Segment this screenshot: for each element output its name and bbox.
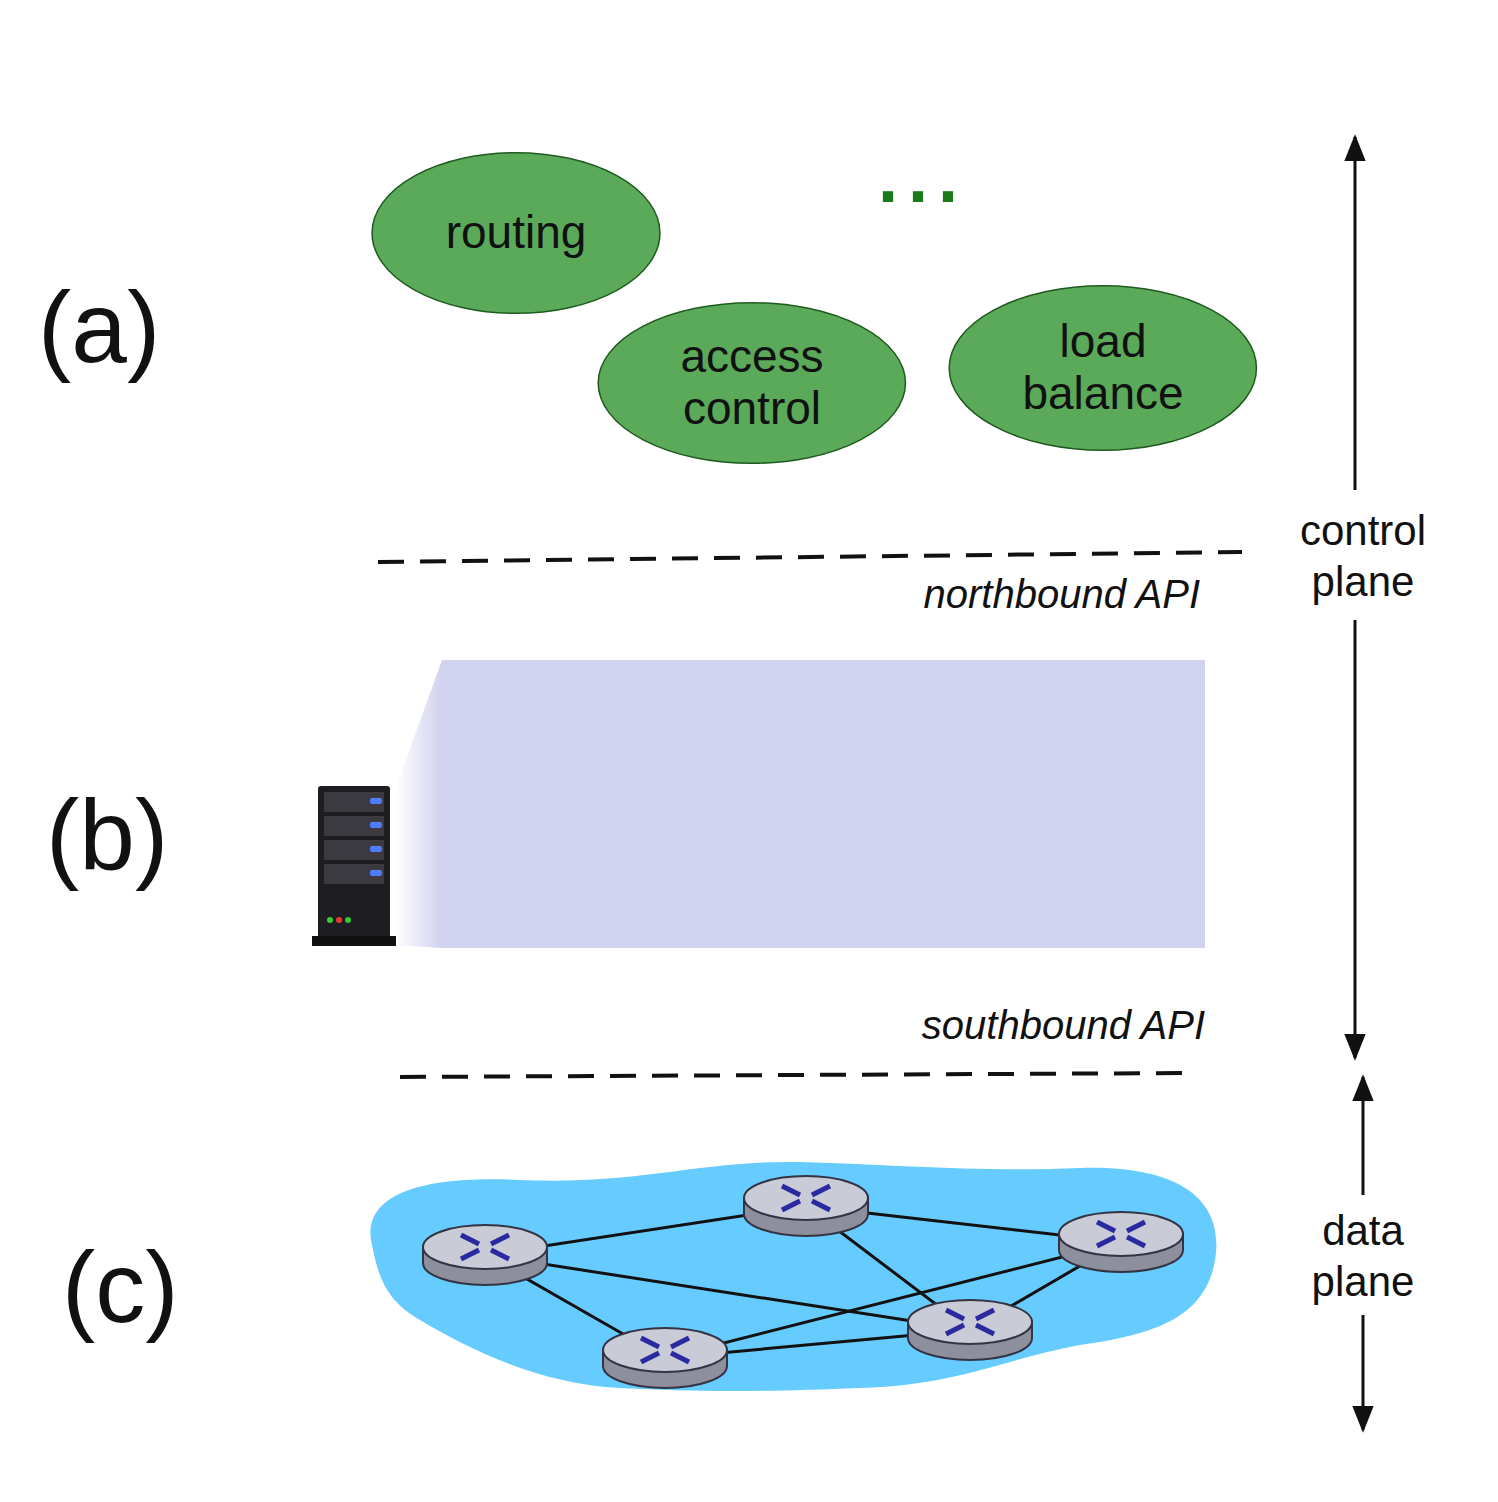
control-arrow-down	[1354, 620, 1357, 1058]
api-label: southbound API	[922, 1003, 1205, 1047]
function-label: load balance	[998, 316, 1208, 419]
router-icons	[423, 1176, 1183, 1388]
function-ellipse: access control	[596, 301, 908, 465]
plane-label: control plane	[1283, 505, 1443, 607]
controller-panel	[442, 660, 1205, 948]
panel-letter: (c)	[62, 1232, 179, 1342]
plane-label: data plane	[1293, 1205, 1433, 1307]
api-label: northbound API	[923, 572, 1200, 616]
ellipsis-mark: ...	[878, 138, 968, 217]
data-arrow-up	[1362, 1077, 1365, 1195]
southbound-line	[400, 1073, 1190, 1077]
panel-letter: (a)	[38, 272, 160, 382]
network-cloud	[370, 1162, 1216, 1391]
data-arrow-down	[1362, 1315, 1365, 1430]
server-icon	[312, 786, 396, 946]
function-label: routing	[446, 207, 587, 259]
function-label: access control	[647, 331, 857, 434]
function-ellipse: routing	[370, 151, 662, 315]
northbound-line	[378, 552, 1242, 562]
control-arrow-up	[1354, 137, 1357, 490]
function-ellipse: load balance	[947, 284, 1259, 452]
panel-letter: (b)	[46, 780, 168, 890]
controller-fan	[395, 660, 442, 948]
